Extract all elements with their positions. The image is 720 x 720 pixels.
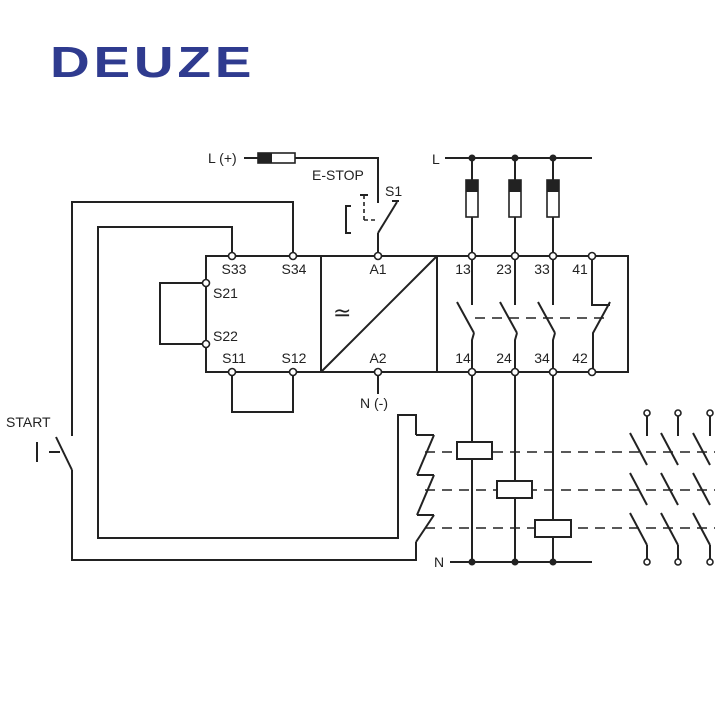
no-contact-icon [629, 472, 648, 506]
terminal-42: 42 [572, 350, 588, 366]
terminal-point [201, 278, 211, 288]
feedback-contacts-icon [415, 434, 435, 543]
label-start: START [6, 414, 51, 430]
label-n-bus: N [434, 554, 444, 570]
junction-dot [549, 558, 557, 566]
label-l-bus: L [432, 151, 440, 167]
contactor-coil-k1 [456, 441, 493, 460]
terminal-point [587, 367, 597, 377]
terminal-point [227, 251, 237, 261]
terminal-s22: S22 [213, 328, 238, 344]
terminal-point [643, 409, 651, 417]
bridge-s21-s22 [159, 282, 206, 345]
bridge-s11-s12 [231, 372, 294, 413]
terminal-point [201, 339, 211, 349]
wire-s33-loop [97, 226, 417, 539]
ac-dc-symbol: ≃ [333, 300, 351, 325]
no-contact-icon [629, 512, 648, 546]
terminal-point [674, 558, 682, 566]
relay-output-block [436, 255, 629, 373]
junction-dot [511, 154, 519, 162]
terminal-point [510, 251, 520, 261]
junction-dot [549, 154, 557, 162]
terminal-point [674, 409, 682, 417]
terminal-s12: S12 [282, 350, 307, 366]
terminal-a1: A1 [369, 261, 386, 277]
fuse-icon [466, 180, 478, 192]
terminal-34: 34 [534, 350, 550, 366]
contactor-coil-k3 [534, 519, 572, 538]
terminal-point [288, 251, 298, 261]
label-l-plus: L (+) [208, 150, 237, 166]
no-contact-icon [692, 472, 711, 506]
terminal-point [373, 251, 383, 261]
junction-dot [511, 558, 519, 566]
no-contact-icon [660, 512, 679, 546]
start-switch-icon [36, 436, 73, 471]
terminal-14: 14 [455, 350, 471, 366]
no-contact-icon [537, 301, 556, 334]
wire [471, 332, 475, 562]
fuse-icon [257, 152, 296, 164]
wire [552, 332, 556, 562]
wire-s34-loop [71, 201, 294, 436]
terminal-point [643, 558, 651, 566]
label-s1: S1 [385, 183, 402, 199]
label-estop: E-STOP [312, 167, 364, 183]
wire-start-return [71, 470, 417, 561]
contactor-coil-k2 [496, 480, 533, 499]
terminal-s21: S21 [213, 285, 238, 301]
estop-switch-icon [345, 194, 399, 256]
terminal-24: 24 [496, 350, 512, 366]
terminal-point [548, 367, 558, 377]
junction-dot [468, 558, 476, 566]
terminal-point [467, 251, 477, 261]
fuse-icon [509, 180, 521, 192]
terminal-13: 13 [455, 261, 471, 277]
fuse-icon [547, 180, 559, 192]
terminal-point [510, 367, 520, 377]
no-contact-icon [456, 301, 475, 334]
terminal-point [587, 251, 597, 261]
terminal-s11: S11 [222, 350, 246, 366]
main-contacts-icon [629, 409, 714, 566]
no-contact-icon [629, 432, 648, 466]
label-n-minus: N (-) [360, 395, 388, 411]
terminal-point [548, 251, 558, 261]
terminal-point [373, 367, 383, 377]
no-contact-icon [660, 472, 679, 506]
junction-dot [468, 154, 476, 162]
terminal-23: 23 [496, 261, 512, 277]
no-contact-icon [692, 432, 711, 466]
brand-logo: DEUZE [50, 38, 256, 87]
terminal-s33: S33 [222, 261, 247, 277]
nc-contact-41-42 [591, 256, 610, 306]
terminal-41: 41 [572, 261, 588, 277]
terminal-point [288, 367, 298, 377]
terminal-point [467, 367, 477, 377]
no-contact-icon [692, 512, 711, 546]
terminal-point [706, 409, 714, 417]
terminal-point [227, 367, 237, 377]
terminal-point [706, 558, 714, 566]
no-contact-icon [499, 301, 518, 334]
terminal-s34: S34 [282, 261, 307, 277]
terminal-33: 33 [534, 261, 550, 277]
terminal-a2: A2 [369, 350, 386, 366]
no-contact-icon [660, 432, 679, 466]
